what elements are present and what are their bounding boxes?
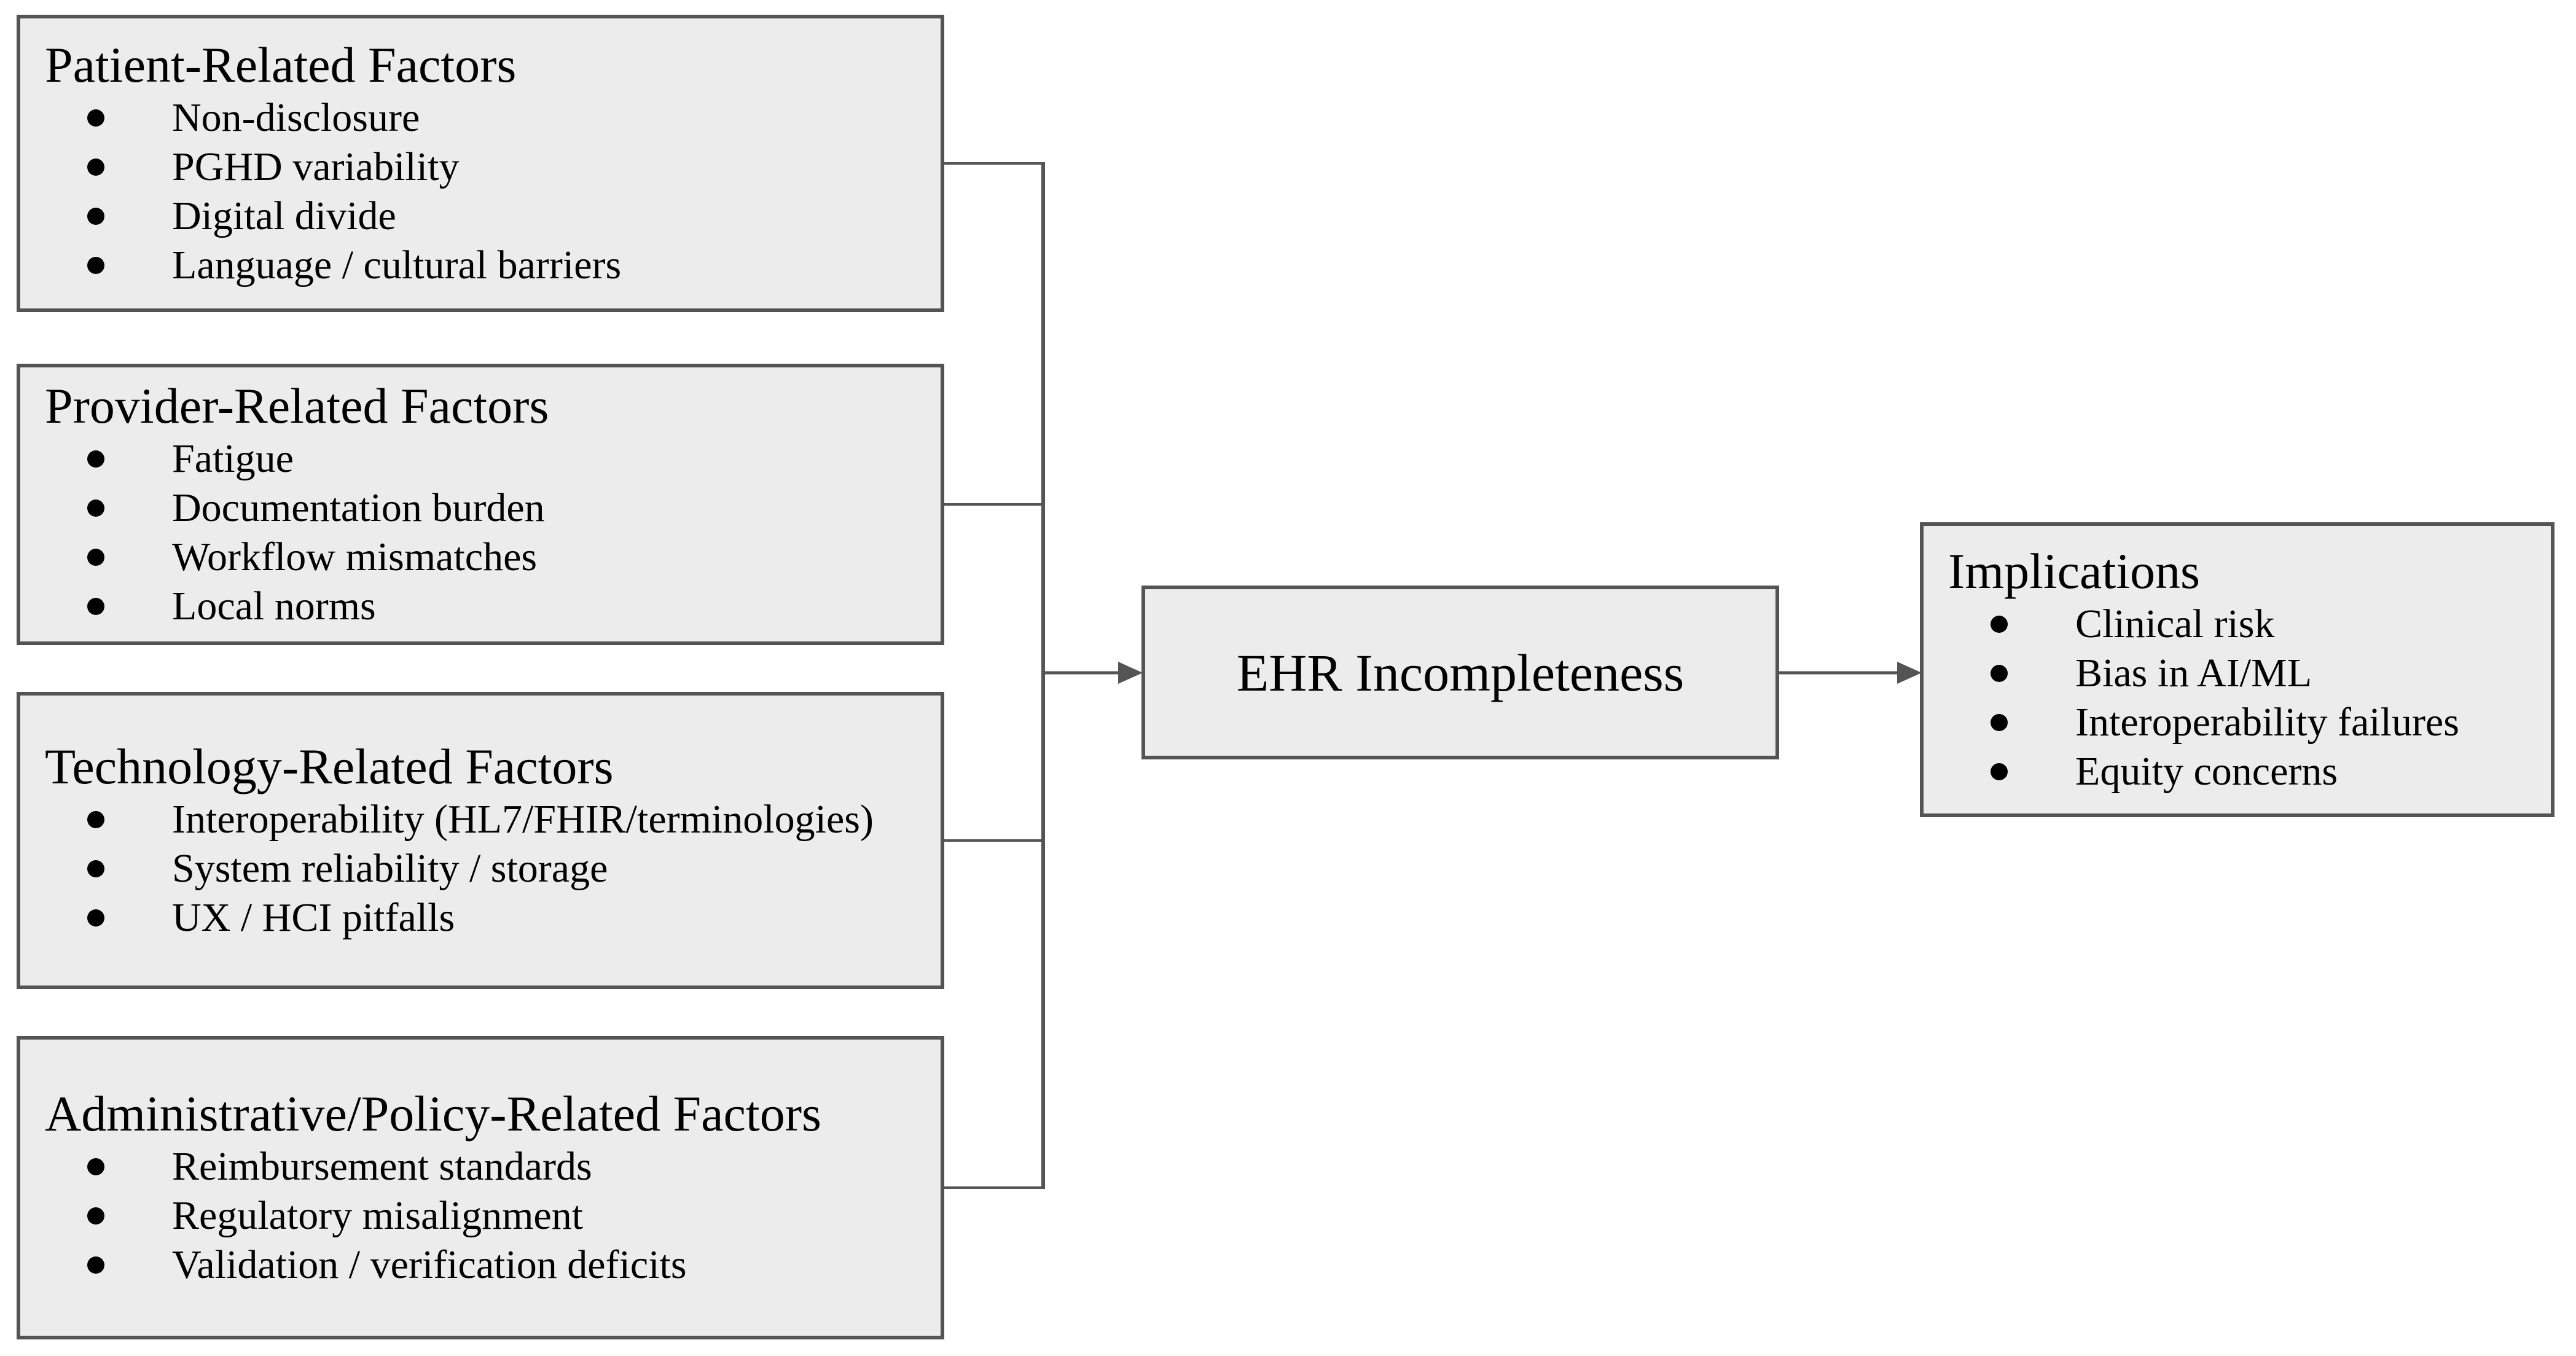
factor-box-technology: Technology-Related Factors Interoperabil… [17, 692, 944, 989]
implications-box: Implications Clinical risk Bias in AI/ML… [1920, 522, 2554, 817]
list-item: Documentation burden [20, 484, 941, 533]
list-item: Reimbursement standards [20, 1142, 941, 1191]
list-item: Clinical risk [1924, 600, 2551, 649]
bullet-icon [87, 909, 104, 927]
bullet-icon [87, 1256, 104, 1274]
bullet-icon [1991, 616, 2008, 633]
list-item: Local norms [20, 582, 941, 631]
bullet-icon [87, 860, 104, 877]
bullet-icon [87, 257, 104, 274]
bullet-icon [87, 549, 104, 566]
box-title: Provider-Related Factors [45, 378, 549, 434]
list-item: Validation / verification deficits [20, 1240, 941, 1290]
list-item: UX / HCI pitfalls [20, 893, 941, 943]
factor-box-patient: Patient-Related Factors Non-disclosure P… [17, 15, 944, 312]
list-item-label: Documentation burden [172, 485, 545, 530]
bullet-icon [87, 109, 104, 127]
list-item-label: Equity concerns [2075, 749, 2338, 794]
bullet-list: Fatigue Documentation burden Workflow mi… [20, 434, 941, 631]
list-item-label: Clinical risk [2075, 602, 2275, 646]
center-box-ehr-incompleteness: EHR Incompleteness [1141, 586, 1779, 759]
bullet-icon [87, 450, 104, 468]
list-item-label: Fatigue [172, 436, 294, 481]
factor-box-provider: Provider-Related Factors Fatigue Documen… [17, 364, 944, 645]
list-item: Digital divide [20, 192, 941, 241]
box-title: Technology-Related Factors [45, 739, 614, 794]
bullet-icon [87, 159, 104, 176]
list-item: PGHD variability [20, 143, 941, 192]
bullet-list: Non-disclosure PGHD variability Digital … [20, 93, 941, 290]
list-item: Regulatory misalignment [20, 1191, 941, 1240]
box-title: Administrative/Policy-Related Factors [45, 1086, 821, 1142]
bullet-icon [1991, 714, 2008, 731]
bullet-icon [87, 500, 104, 517]
list-item: Bias in AI/ML [1924, 649, 2551, 698]
list-item-label: Interoperability failures [2075, 700, 2459, 745]
center-box-label: EHR Incompleteness [1236, 643, 1685, 702]
list-item-label: Workflow mismatches [172, 535, 538, 579]
list-item: Equity concerns [1924, 747, 2551, 796]
arrowhead-to-implications-icon [1897, 662, 1922, 684]
list-item: Non-disclosure [20, 93, 941, 143]
list-item-label: UX / HCI pitfalls [172, 895, 455, 940]
bullet-icon [87, 811, 104, 828]
bullet-icon [87, 208, 104, 225]
bullet-icon [1991, 763, 2008, 780]
list-item-label: Regulatory misalignment [172, 1193, 584, 1238]
bullet-list: Interoperability (HL7/FHIR/terminologies… [20, 795, 941, 943]
list-item: Fatigue [20, 434, 941, 484]
list-item-label: Local norms [172, 584, 376, 629]
list-item: Workflow mismatches [20, 533, 941, 582]
list-item: System reliability / storage [20, 844, 941, 893]
bullet-icon [87, 1158, 104, 1175]
list-item-label: PGHD variability [172, 144, 460, 189]
box-title: Implications [1948, 543, 2200, 599]
list-item-label: Non-disclosure [172, 95, 420, 140]
bullet-icon [87, 1207, 104, 1225]
bullet-list: Clinical risk Bias in AI/ML Interoperabi… [1924, 600, 2551, 796]
factor-box-administrative-policy: Administrative/Policy-Related Factors Re… [17, 1036, 944, 1339]
list-item-label: Interoperability (HL7/FHIR/terminologies… [172, 797, 874, 842]
list-item: Language / cultural barriers [20, 241, 941, 290]
arrowhead-to-ehr-icon [1118, 662, 1143, 684]
bullet-icon [1991, 665, 2008, 682]
list-item: Interoperability failures [1924, 698, 2551, 747]
list-item: Interoperability (HL7/FHIR/terminologies… [20, 795, 941, 844]
list-item-label: Bias in AI/ML [2075, 651, 2312, 696]
list-item-label: Language / cultural barriers [172, 243, 622, 288]
list-item-label: Validation / verification deficits [172, 1242, 687, 1287]
list-item-label: System reliability / storage [172, 846, 608, 891]
list-item-label: Reimbursement standards [172, 1144, 592, 1189]
bullet-list: Reimbursement standards Regulatory misal… [20, 1142, 941, 1290]
box-title: Patient-Related Factors [45, 37, 517, 93]
bullet-icon [87, 598, 104, 615]
list-item-label: Digital divide [172, 194, 396, 238]
